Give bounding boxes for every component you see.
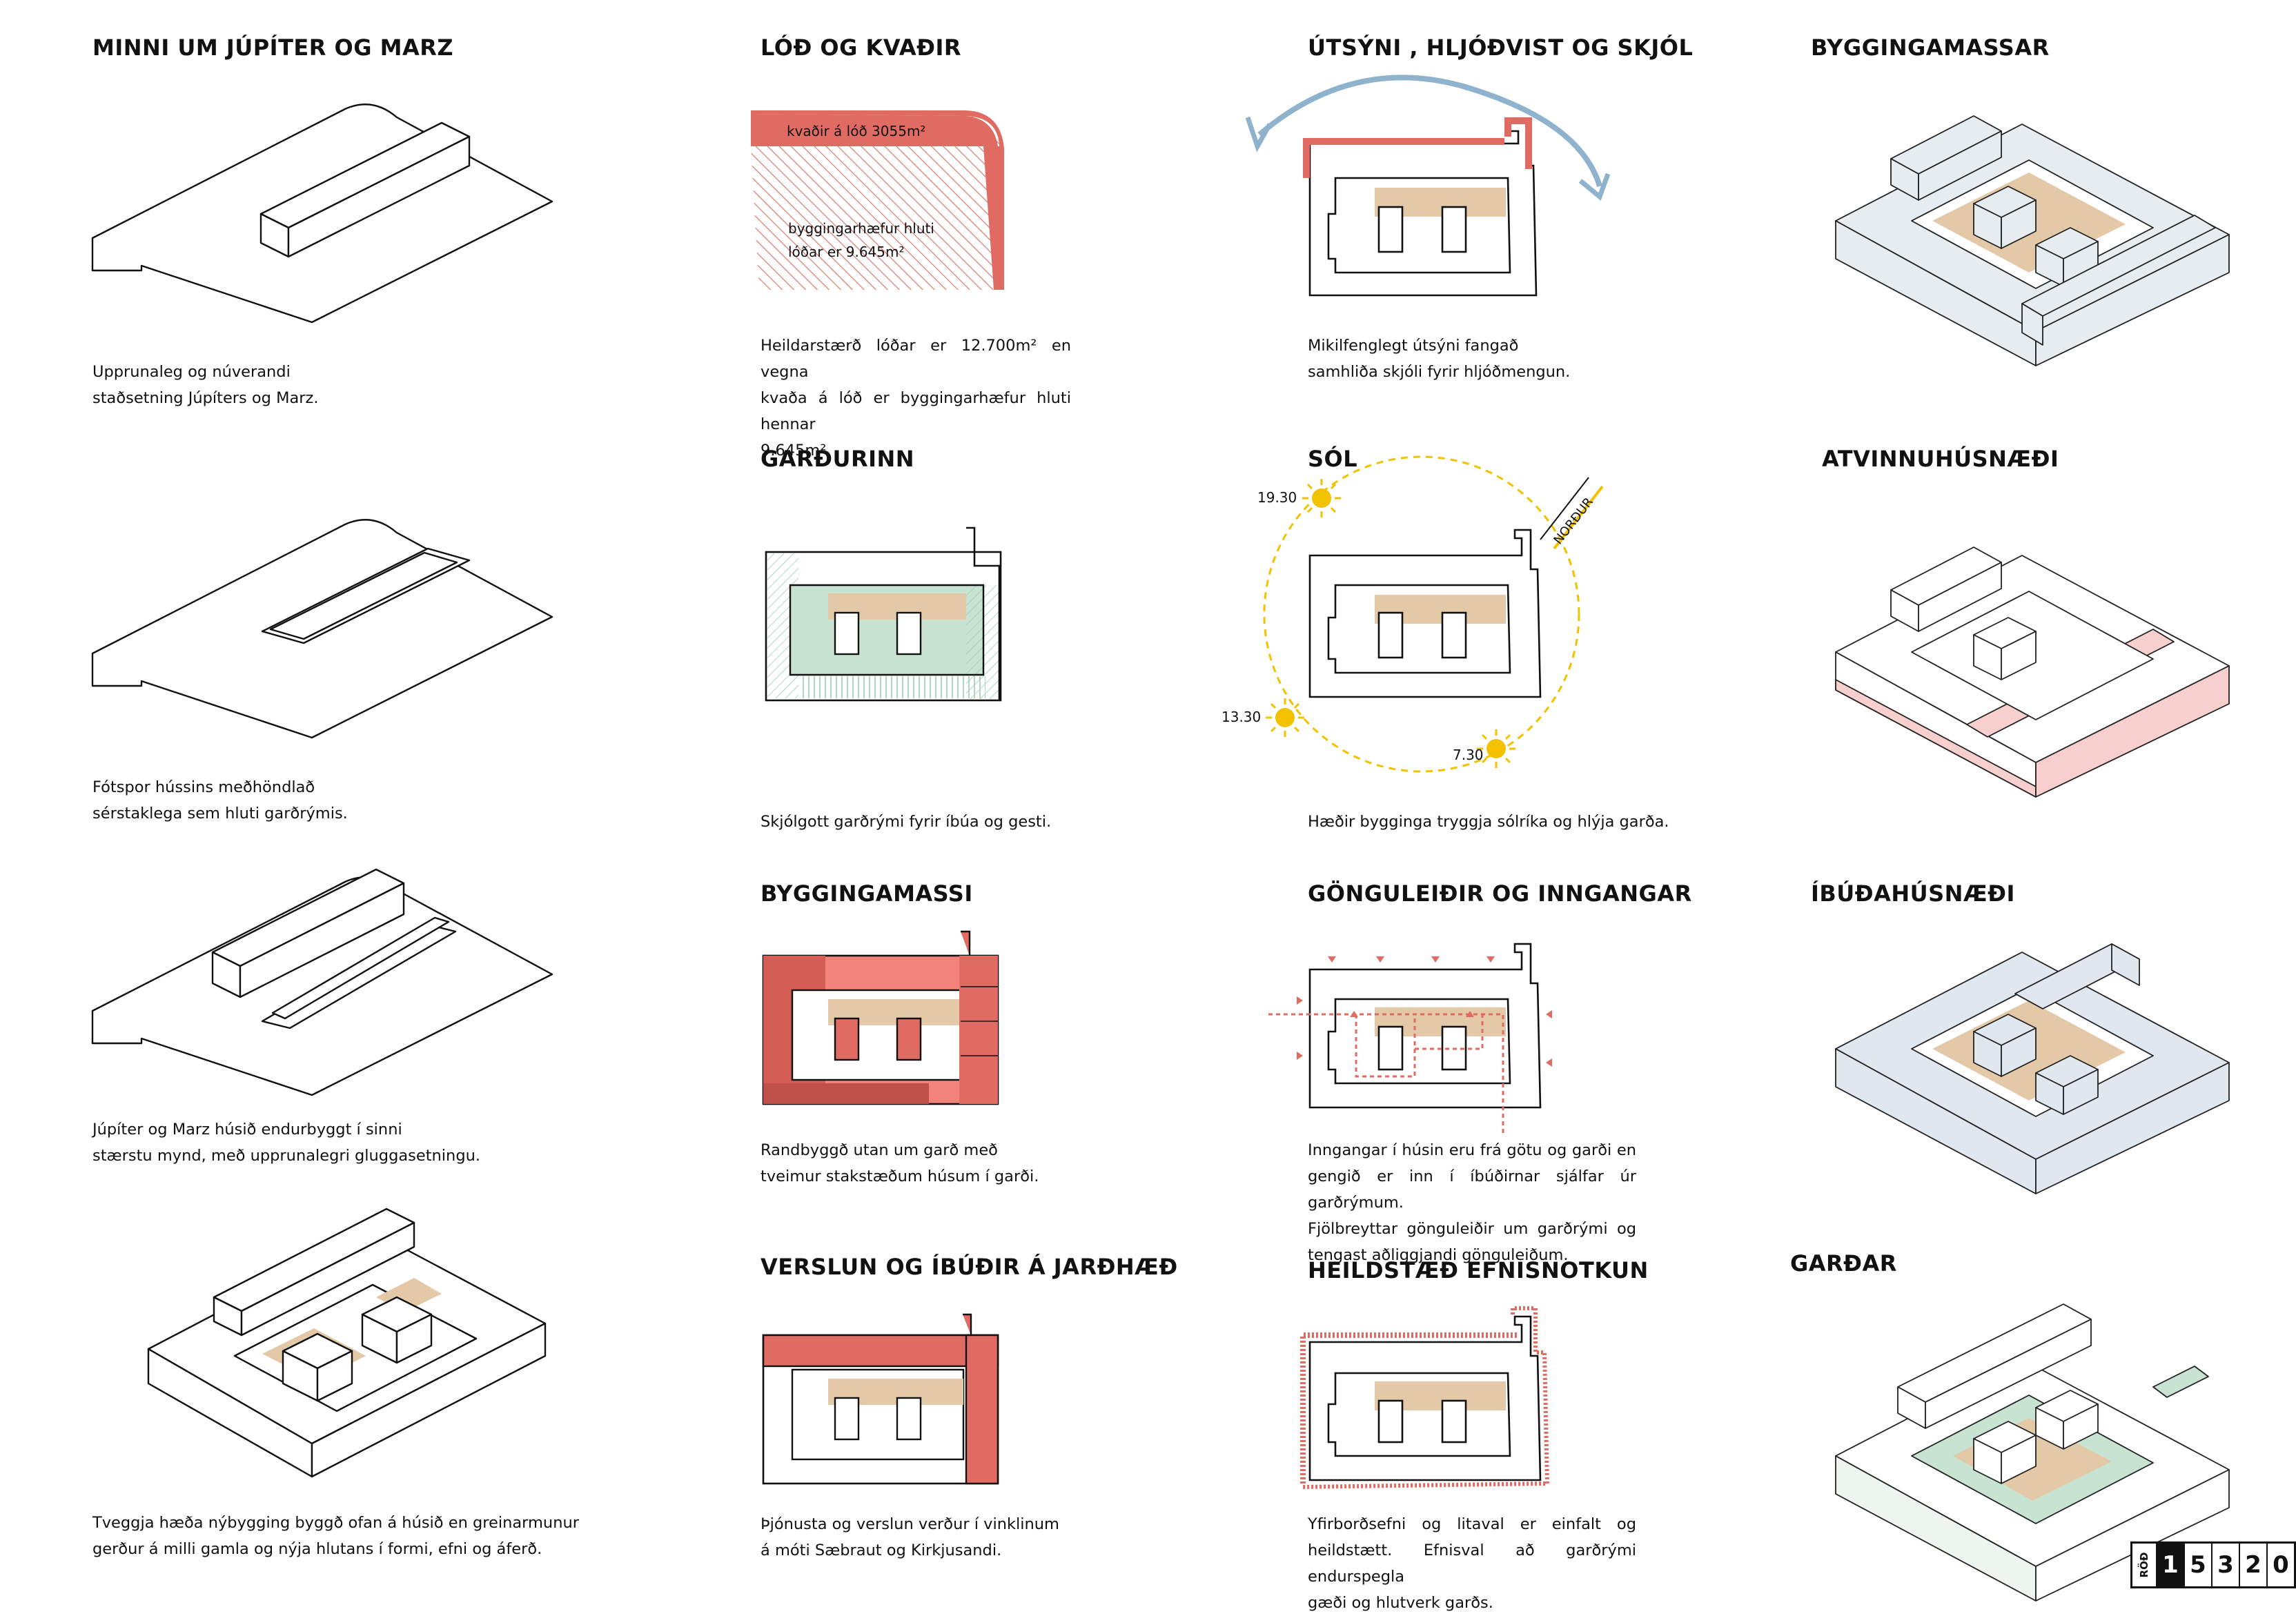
garden-plan: [765, 526, 1002, 702]
sun-icon: [1477, 729, 1515, 768]
panel-caption: Randbyggð utan um garð með tveimur staks…: [761, 1141, 1039, 1185]
sun-time-midday: 13.30: [1221, 709, 1261, 725]
panel-caption: Skjólgott garðrými fyrir íbúa og gesti.: [761, 813, 1052, 831]
panel-title: ATVINNUHÚSNÆÐI: [1822, 446, 2059, 472]
panel-caption: Yfirborðsefni og litaval er einfalt og h…: [1308, 1515, 1636, 1612]
panel-title: ÍBÚÐAHÚSNÆÐI: [1811, 880, 2015, 907]
massing-plan: [762, 930, 999, 1105]
ground-floor-plan: [762, 1313, 999, 1485]
sun-time-morning: 7.30: [1453, 747, 1484, 763]
badge-digit: 1: [2157, 1544, 2184, 1586]
north-arrow-icon: NORÐUR: [1540, 477, 1604, 550]
panel-caption: Heildarstærð lóðar er 12.700m² en vegna …: [761, 337, 1071, 460]
badge-label: RÖÐ: [2132, 1544, 2157, 1586]
panel-caption: Inngangar í húsin eru frá götu og garði …: [1308, 1141, 1636, 1264]
view-arc-arrow-icon: [1257, 75, 1602, 188]
entrance-arrow-icon: [1297, 956, 1552, 1067]
panel-caption: Mikilfenglegt útsýni fangað samhliða skj…: [1308, 337, 1571, 381]
panel-title: GARÐAR: [1790, 1250, 1897, 1277]
svg-text:NORÐUR: NORÐUR: [1551, 495, 1596, 547]
sun-time-evening: 19.30: [1257, 489, 1297, 506]
panel-title: BYGGINGAMASSI: [761, 880, 973, 907]
label-constraints: kvaðir á lóð 3055m²: [787, 123, 925, 139]
label-buildable-1: byggingarhæfur hluti: [788, 220, 934, 237]
badge-digit: 0: [2266, 1544, 2294, 1586]
badge-digit: 3: [2211, 1544, 2239, 1586]
panel-title: BYGGINGAMASSAR: [1811, 35, 2050, 61]
panel-caption: Tveggja hæða nýbygging byggð ofan á húsi…: [92, 1514, 579, 1558]
badge-digit: 5: [2184, 1544, 2211, 1586]
panel-caption: Þjónusta og verslun verður í vinklinum á…: [761, 1515, 1059, 1559]
panel-title: SÓL: [1308, 446, 1358, 472]
panel-title: LÓÐ OG KVAÐIR: [761, 35, 962, 61]
panel-caption: Hæðir bygginga tryggja sólríka og hlýja …: [1308, 813, 1669, 831]
label-buildable-2: lóðar er 9.645m²: [788, 244, 905, 260]
panel-title: GÖNGULEIÐIR OG INNGANGAR: [1308, 880, 1692, 907]
sun-icon: [1266, 698, 1304, 737]
panel-title: VERSLUN OG ÍBÚÐIR Á JARÐHÆÐ: [761, 1254, 1178, 1280]
sheet-number-badge: RÖÐ 1 5 3 2 0: [2130, 1541, 2296, 1588]
panel-title: ÚTSÝNI , HLJÓÐVIST OG SKJÓL: [1308, 35, 1694, 61]
sun-icon: [1302, 479, 1341, 518]
panel-title: GARÐURINN: [761, 446, 915, 472]
panel-caption: Upprunaleg og núverandi staðsetning Júpí…: [92, 363, 319, 407]
panel-caption: Júpíter og Marz húsið endurbyggt í sinni…: [92, 1121, 481, 1165]
panel-title: MINNI UM JÚPÍTER OG MARZ: [92, 35, 454, 61]
badge-digit: 2: [2239, 1544, 2266, 1586]
panel-caption: Fótspor hússins meðhöndlað sérstaklega s…: [92, 778, 348, 822]
panel-title: HEILDSTÆÐ EFNISNOTKUN: [1308, 1257, 1649, 1283]
